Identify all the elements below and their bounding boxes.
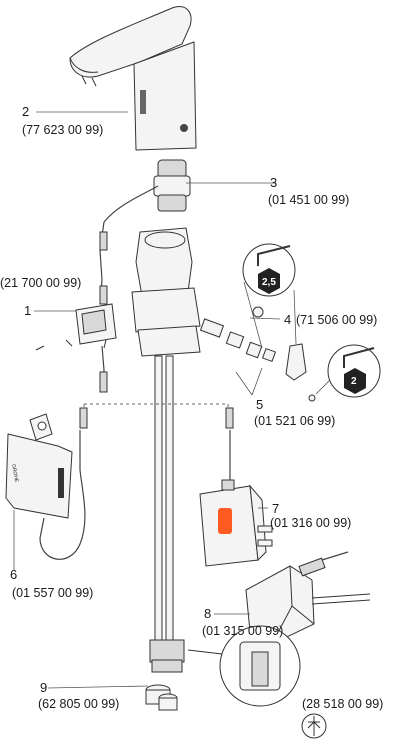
part-7-number: 7 (272, 501, 280, 516)
valve-detail-magnifier (187, 625, 301, 707)
part-9-number: 9 (40, 680, 48, 695)
part-2-number: 2 (22, 104, 30, 119)
part-6-code: (01 557 00 99) (12, 586, 94, 600)
part-2-code: (77 623 00 99) (22, 123, 104, 137)
part-5-number: 5 (256, 397, 264, 412)
part-7-code: (01 316 00 99) (270, 516, 352, 530)
mixing-block (131, 227, 201, 673)
plug-connectors (79, 231, 234, 429)
hex-key-2-badge (327, 344, 381, 398)
part-4-number: 4 (284, 312, 292, 327)
non-return-valve-symbol (301, 713, 327, 739)
part-8-number: 8 (204, 606, 212, 621)
battery-box (5, 413, 86, 560)
solenoid-cap (103, 159, 191, 223)
power-adapter (199, 430, 273, 567)
electronics-module (35, 221, 117, 392)
battery-box-brand: GROHE (10, 463, 20, 483)
temperature-shaft-parts (199, 306, 316, 402)
hex-key-2-5-badge (242, 243, 296, 297)
part-1-code: (21 700 00 99) (0, 276, 82, 290)
part-9-code: (62 805 00 99) (38, 697, 120, 711)
part-4-code: (71 506 00 99) (296, 313, 378, 327)
adapter-indicator (218, 508, 232, 534)
faucet-body (69, 6, 197, 151)
hex-key-2-5-label: 2,5 (262, 277, 276, 288)
part-3-number: 3 (270, 175, 278, 190)
part-5-code: (01 521 06 99) (254, 414, 336, 428)
filter-strainers (145, 684, 178, 711)
hex-key-2-label: 2 (351, 376, 357, 387)
part-8-code: (01 315 00 99) (202, 624, 284, 638)
part-3-code: (01 451 00 99) (268, 193, 350, 207)
part-6-number: 6 (10, 567, 18, 582)
part-1-number: 1 (24, 303, 32, 318)
non-return-valve-code: (28 518 00 99) (302, 697, 384, 711)
